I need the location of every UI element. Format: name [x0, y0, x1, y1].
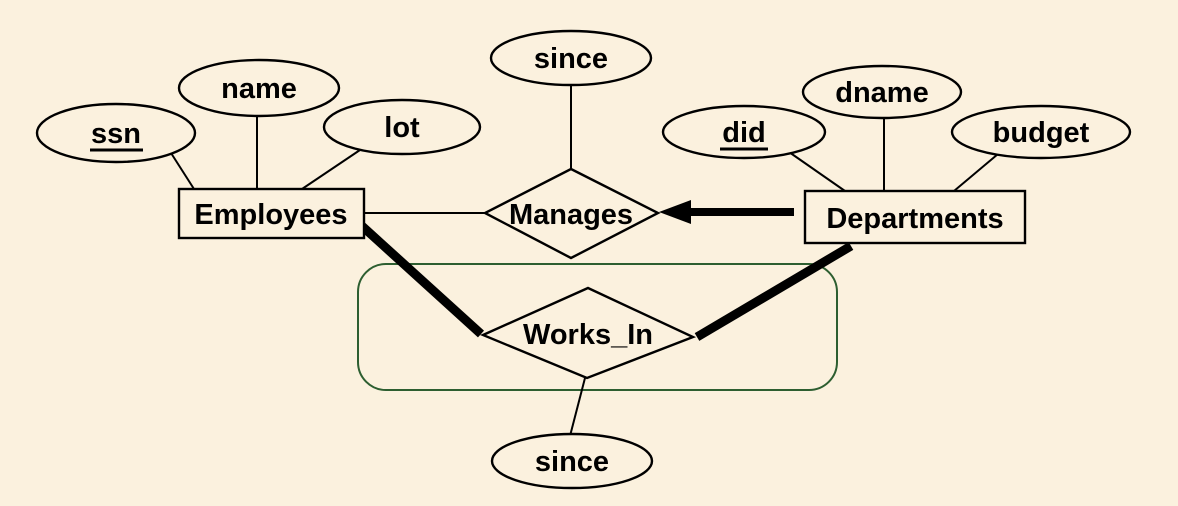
thick-line-employees-works-in — [348, 213, 485, 338]
attribute-did-label: did — [722, 117, 766, 149]
attribute-lot-label: lot — [384, 112, 420, 144]
entity-departments-label: Departments — [826, 203, 1003, 235]
attribute-dname-label: dname — [835, 77, 928, 109]
connector-did-departments — [788, 151, 846, 192]
departments-manages-arrow-head — [659, 200, 691, 224]
entity-departments-box — [803, 189, 1027, 245]
attribute-name-ellipse — [177, 58, 341, 118]
connector-works-in-since — [569, 377, 586, 437]
relationship-works-in-diamond — [479, 286, 697, 380]
attribute-since-manages-label: since — [534, 43, 608, 75]
attribute-name-label: name — [221, 73, 297, 105]
connector-ssn-employees — [170, 152, 195, 190]
attribute-since-works-in-label: since — [535, 446, 609, 478]
attribute-since-manages-ellipse — [489, 29, 653, 87]
relationship-manages-diamond — [482, 167, 661, 260]
entity-employees-label: Employees — [194, 199, 347, 231]
relationship-manages-label: Manages — [509, 199, 633, 231]
attribute-did-ellipse — [661, 104, 827, 160]
connector-budget-departments — [953, 153, 999, 192]
entity-employees-box — [177, 187, 366, 240]
attribute-budget-label: budget — [993, 117, 1090, 149]
attribute-since-works-in-ellipse — [490, 432, 654, 490]
attribute-budget-ellipse — [950, 104, 1132, 160]
attribute-lot-ellipse — [322, 98, 482, 156]
works-in-group-box — [357, 263, 838, 391]
attribute-dname-ellipse — [801, 64, 963, 120]
attribute-ssn-ellipse — [35, 102, 197, 164]
connector-lot-employees — [301, 149, 361, 190]
thick-line-departments-works-in — [694, 242, 854, 341]
relationship-works-in-label: Works_In — [523, 319, 653, 351]
attribute-ssn-label: ssn — [91, 118, 141, 150]
